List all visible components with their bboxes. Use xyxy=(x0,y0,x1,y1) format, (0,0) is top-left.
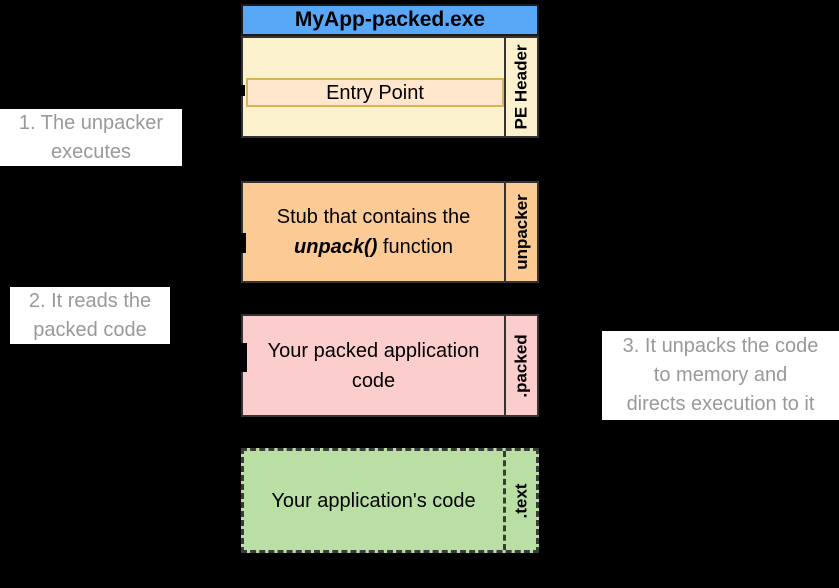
unpacker-label-strip: unpacker xyxy=(504,183,537,281)
pe-header-label: PE Header xyxy=(511,44,531,130)
exe-title-bar: MyApp-packed.exe xyxy=(241,4,539,36)
unpacker-body: Stub that contains the unpack() function xyxy=(243,183,504,281)
annotation-step1-line2: executes xyxy=(50,140,132,163)
text-section: Your application's code .text xyxy=(241,448,539,553)
entry-point-label: Entry Point xyxy=(326,81,424,104)
annotation-step3-line3: directs execution to it xyxy=(626,393,815,415)
text-section-label-strip: .text xyxy=(503,451,536,550)
unpacker-text-line2-rest: function xyxy=(377,236,453,258)
annotation-step2-line1: 2. It reads the xyxy=(28,289,152,312)
text-section-label: .text xyxy=(511,483,530,518)
pe-header-label-strip: PE Header xyxy=(504,38,537,136)
pe-header-body: Entry Point xyxy=(243,38,504,136)
annotation-step1: 1. The unpacker executes xyxy=(0,109,182,166)
annotation-step2-line2: packed code xyxy=(33,318,147,341)
packed-label-strip: .packed xyxy=(504,316,537,415)
text-section-text: Your application's code xyxy=(271,489,476,512)
arrowhead-to-unpacker xyxy=(237,233,246,253)
arrowhead-to-entry-point xyxy=(236,85,245,96)
unpacker-text-line1: Stub that contains the xyxy=(276,206,471,228)
pe-header-section: Entry Point PE Header xyxy=(241,36,539,138)
annotation-step1-line1: 1. The unpacker xyxy=(18,111,164,134)
annotation-step3: 3. It unpacks the code to memory and dir… xyxy=(602,331,839,420)
packed-label: .packed xyxy=(511,333,531,398)
arrowhead-to-packed xyxy=(238,343,247,372)
packed-section: Your packed application code .packed xyxy=(241,314,539,417)
unpacker-section: Stub that contains the unpack() function… xyxy=(241,181,539,283)
packed-text: Your packed application code xyxy=(267,339,480,392)
annotation-step2: 2. It reads the packed code xyxy=(10,287,170,344)
packed-body: Your packed application code xyxy=(243,316,504,415)
unpacker-label: unpacker xyxy=(511,194,531,270)
annotation-step3-line2: to memory and xyxy=(653,364,788,386)
unpack-function-name: unpack() xyxy=(294,236,378,258)
text-section-body: Your application's code xyxy=(244,451,503,550)
annotation-step3-line1: 3. It unpacks the code xyxy=(622,335,819,357)
unpacker-text-line2: unpack() function xyxy=(294,232,453,262)
exe-title: MyApp-packed.exe xyxy=(294,8,486,31)
entry-point-box: Entry Point xyxy=(246,78,504,107)
